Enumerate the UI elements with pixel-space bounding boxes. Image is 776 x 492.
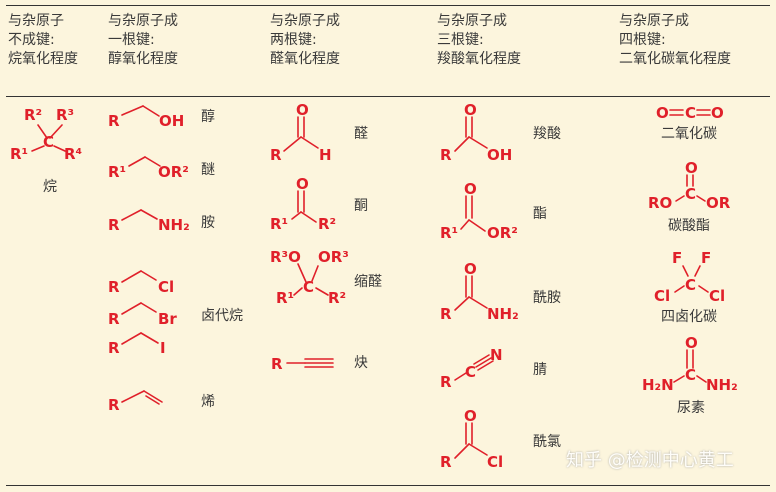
atom-or3: OR³ — [318, 248, 349, 266]
atom-r1: R¹ — [440, 224, 458, 242]
atom-o: O — [296, 175, 309, 193]
atom-c: C — [685, 276, 696, 294]
atom-r: R — [440, 146, 452, 164]
top-rule — [6, 5, 770, 6]
atom-ro: RO — [648, 194, 672, 212]
label-haloalkane: 卤代烷 — [201, 308, 243, 324]
atom-c: C — [43, 133, 54, 151]
header-co2-level: 与杂原子成 四根键: 二氧化碳氧化程度 — [619, 13, 731, 67]
atom-o: O — [464, 407, 477, 425]
label-acid: 羧酸 — [533, 126, 561, 142]
header-alkane-level: 与杂原子 不成键: 烷氧化程度 — [8, 13, 78, 67]
atom-r: R — [108, 310, 120, 328]
atom-r: R — [270, 146, 282, 164]
atom-r: R — [108, 216, 120, 234]
atom-r2: R² — [24, 106, 42, 124]
atom-r1: R¹ — [108, 163, 126, 181]
atom-i: I — [160, 339, 166, 357]
atom-or2: OR² — [158, 163, 189, 181]
atom-o: O — [656, 104, 669, 122]
label-urea: 尿素 — [677, 400, 705, 416]
atom-cl: Cl — [654, 287, 670, 305]
label-amide: 酰胺 — [533, 290, 561, 306]
atom-nh2: NH₂ — [487, 305, 519, 323]
atom-o: O — [464, 180, 477, 198]
atom-c: C — [685, 185, 696, 203]
atom-c: C — [303, 278, 314, 296]
header-alcohol-level: 与杂原子成 一根键: 醇氧化程度 — [108, 13, 178, 67]
atom-r1: R¹ — [276, 289, 294, 307]
atom-br: Br — [158, 310, 177, 328]
atom-c: C — [685, 104, 696, 122]
atom-f: F — [672, 249, 682, 267]
atom-o: O — [711, 104, 724, 122]
label-acyl-chloride: 酰氯 — [533, 434, 561, 450]
atom-or: OR — [706, 194, 731, 212]
watermark: 知乎 @检测中心黄工 — [566, 450, 734, 471]
atom-o: O — [296, 101, 309, 119]
atom-nh2: NH₂ — [158, 216, 190, 234]
atom-r: R — [271, 355, 283, 373]
atom-c: C — [685, 366, 696, 384]
atom-or2: OR² — [487, 224, 518, 242]
atom-r4: R⁴ — [64, 145, 82, 163]
atom-r: R — [108, 339, 120, 357]
bottom-rule — [6, 485, 770, 486]
atom-r: R — [440, 453, 452, 471]
atom-r2: R² — [318, 215, 336, 233]
label-tetrahalide: 四卤化碳 — [661, 309, 717, 325]
label-acetal: 缩醛 — [354, 274, 382, 290]
label-alkene: 烯 — [201, 394, 215, 410]
atom-r3o: R³O — [270, 248, 301, 266]
label-co2: 二氧化碳 — [661, 126, 717, 142]
atom-h2n: H₂N — [642, 376, 674, 394]
atom-o: O — [464, 260, 477, 278]
atom-cl: Cl — [487, 453, 503, 471]
label-alcohol: 醇 — [201, 109, 215, 125]
header-acid-level: 与杂原子成 三根键: 羧酸氧化程度 — [437, 13, 521, 67]
atom-r1: R¹ — [10, 145, 28, 163]
label-aldehyde: 醛 — [354, 126, 368, 142]
label-amine: 胺 — [201, 215, 215, 231]
label-carbonate: 碳酸酯 — [668, 218, 710, 234]
atom-r1: R¹ — [270, 215, 288, 233]
atom-f: F — [701, 249, 711, 267]
atom-r3: R³ — [56, 106, 74, 124]
label-ether: 醚 — [201, 162, 215, 178]
atom-h: H — [319, 146, 332, 164]
atom-oh: OH — [159, 112, 184, 130]
atom-cl: Cl — [709, 287, 725, 305]
atom-r: R — [108, 112, 120, 130]
atom-r: R — [440, 373, 452, 391]
header-aldehyde-level: 与杂原子成 两根键: 醛氧化程度 — [270, 13, 340, 67]
atom-r: R — [108, 278, 120, 296]
atom-cl: Cl — [158, 278, 174, 296]
atom-o: O — [685, 334, 698, 352]
atom-o: O — [464, 101, 477, 119]
atom-r: R — [108, 396, 120, 414]
label-ester: 酯 — [533, 206, 547, 222]
label-ketone: 酮 — [354, 198, 368, 214]
atom-r2: R² — [328, 289, 346, 307]
header-rule — [6, 96, 770, 97]
atom-o: O — [685, 159, 698, 177]
atom-c: C — [465, 363, 476, 381]
label-alkane: 烷 — [43, 179, 57, 195]
label-alkyne: 炔 — [354, 355, 368, 371]
label-nitrile: 腈 — [533, 362, 547, 378]
atom-oh: OH — [487, 146, 512, 164]
atom-r: R — [440, 305, 452, 323]
atom-n: N — [490, 346, 503, 364]
atom-nh2: NH₂ — [706, 376, 738, 394]
